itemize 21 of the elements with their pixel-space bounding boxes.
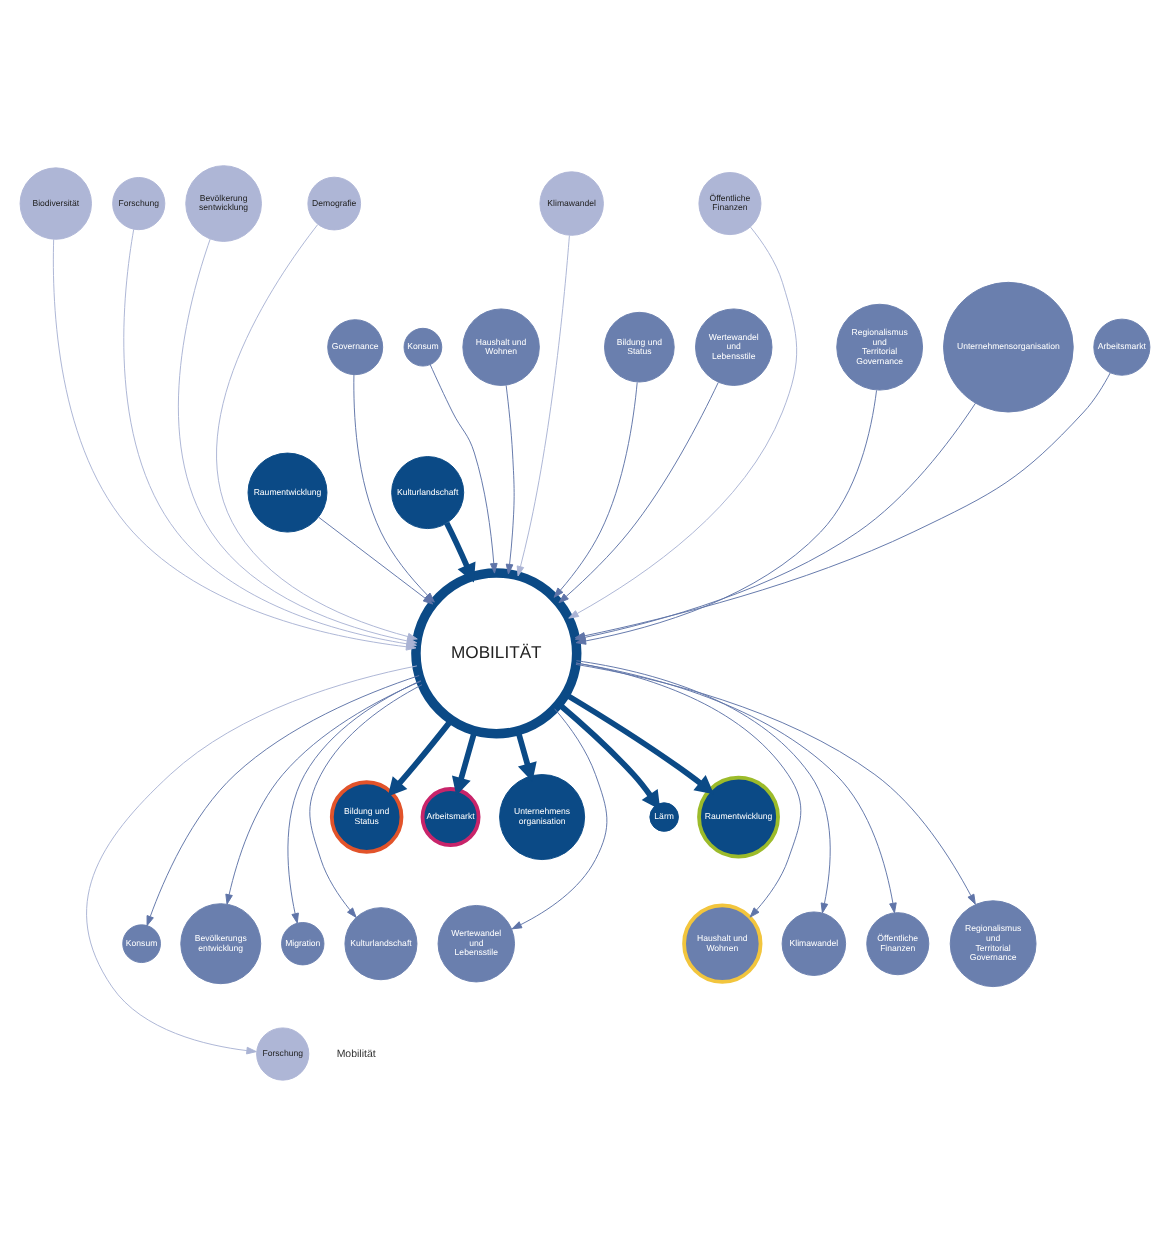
arrow: [444, 521, 476, 583]
arrow: [505, 384, 515, 575]
arrow: [553, 381, 638, 598]
arrow: [575, 662, 897, 914]
arrow: [511, 708, 608, 930]
arrow: [564, 691, 714, 795]
arrow: [309, 684, 423, 918]
arrow: [387, 718, 454, 797]
arrow: [287, 680, 422, 924]
arrow: [558, 382, 719, 604]
arrow: [429, 364, 498, 574]
arrow: [146, 675, 420, 927]
arrow: [225, 680, 422, 905]
arrow: [86, 665, 418, 1055]
arrow: [451, 730, 478, 796]
arrow: [556, 701, 661, 810]
arrow: [515, 730, 537, 782]
arrow: [568, 226, 798, 619]
arrow: [516, 235, 570, 577]
arrow: [216, 224, 418, 641]
arrow: [575, 663, 976, 905]
